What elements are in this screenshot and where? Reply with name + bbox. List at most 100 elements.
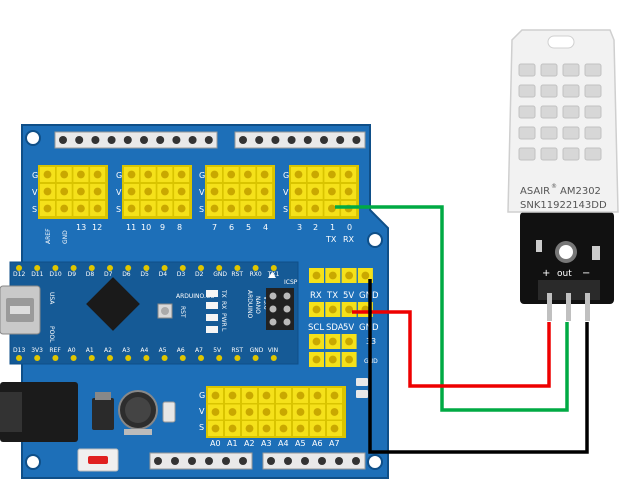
nano-top-pin-label: D6 (122, 271, 131, 278)
i2c-pin-hole (328, 305, 337, 314)
analog-pin-hole (330, 391, 339, 400)
header-socket (156, 136, 165, 144)
gvs-pin-hole (344, 187, 353, 196)
gvs-pin-hole (344, 170, 353, 179)
usa-label: USA (48, 292, 55, 305)
row-letter-v: V (283, 188, 289, 197)
nano-bottom-pin-label: A2 (104, 347, 112, 354)
row-letter-s: S (199, 423, 204, 432)
analog-label: A3 (261, 439, 272, 448)
analog-label: A2 (244, 439, 255, 448)
gvs-pin-hole (210, 170, 219, 179)
gvs-pin-hole (77, 170, 85, 179)
voltage-regulator-tab (95, 392, 111, 400)
header-strip (262, 452, 366, 470)
pin-label-4: 4 (263, 223, 268, 232)
gvs-pin-hole (311, 204, 320, 213)
analog-label: A5 (295, 439, 306, 448)
row-letter-s: S (32, 205, 37, 214)
module-minus-label: − (582, 268, 590, 279)
i2c-pin-hole (345, 305, 353, 314)
pin-label-10: 10 (141, 223, 151, 232)
gvs-pin-hole (311, 170, 320, 179)
analog-pin-hole (245, 424, 254, 433)
gvs-pin-hole (210, 187, 219, 196)
nano-pin (107, 265, 113, 271)
nano-pin (198, 355, 204, 361)
icsp-pin (269, 318, 277, 326)
vent-slot (584, 84, 602, 98)
gvs-pin-hole (260, 187, 269, 196)
header-socket (301, 457, 309, 465)
gvs-pin-hole (244, 187, 252, 196)
gvs-pin-hole (328, 187, 336, 196)
header-strip (149, 452, 253, 470)
sensor-serial: SNK11922143DD (520, 200, 607, 211)
nano-pin (125, 265, 132, 271)
analog-pin-hole (228, 408, 237, 416)
nano-pin (198, 265, 204, 271)
header-socket (59, 136, 67, 144)
uart-label-tx: TX (326, 291, 338, 301)
row-letter-g: G (199, 171, 205, 180)
nano-pin (161, 265, 168, 271)
header-socket (123, 136, 132, 144)
nano-bottom-pin-label: A3 (122, 347, 130, 354)
analog-pin-hole (262, 424, 271, 433)
nano-top-pin-label: D9 (68, 271, 77, 278)
pin-label-9: 9 (160, 223, 165, 232)
gvs-pin-hole (161, 170, 169, 179)
nano-pin (161, 355, 168, 361)
analog-pin-hole (313, 424, 322, 433)
nano-pin (216, 265, 223, 271)
vent-slot (540, 105, 558, 119)
icsp-pin (269, 292, 277, 300)
uart-pin-hole (328, 271, 337, 280)
nano-bottom-pin-label: A1 (86, 347, 94, 354)
gvs-pin-hole (227, 204, 236, 213)
nano-top-pin-label: D3 (177, 271, 186, 278)
i2c-label-scl: SCL (308, 323, 324, 333)
sensor-model: AM2302 (560, 186, 601, 197)
nano-bottom-pin-label: A5 (159, 347, 167, 354)
analog-pin-hole (296, 408, 305, 416)
uart-label-5v: 5V (343, 291, 354, 301)
nano-top-labels: D12D11D10D9D8D7D6D5D4D3D2GNDRSTRX0TX1 (13, 271, 280, 278)
nano-pin (179, 355, 186, 361)
analog-label: A4 (278, 439, 289, 448)
gvs-pin-banks (38, 165, 359, 219)
header-socket (204, 136, 213, 144)
vent-slot (540, 63, 558, 77)
nano-model-line1: ARDUINO (246, 290, 253, 319)
gvs-pin-hole (177, 187, 186, 196)
v33-pin-hole (345, 337, 353, 346)
gvs-pin-hole (260, 204, 269, 213)
nano-pin (70, 265, 77, 271)
header-socket (222, 457, 230, 465)
gvs-pin-hole (93, 187, 102, 196)
3v3-header (309, 334, 357, 367)
nano-bottom-pin-label: 5V (213, 347, 222, 354)
analog-pin-bank (206, 386, 346, 438)
header-strip (54, 131, 218, 149)
header-socket (255, 136, 264, 144)
nano-pin (16, 265, 22, 271)
analog-pin-hole (262, 391, 271, 400)
row-letter-v: V (116, 188, 122, 197)
gvs-pin-hole (127, 204, 136, 213)
gvs-pin-hole (60, 170, 69, 179)
rst-button-cap (161, 307, 169, 315)
nano-pin (70, 355, 77, 361)
nano-pin (143, 355, 150, 361)
dc-jack-face (0, 392, 22, 432)
row-letter-g: G (283, 171, 289, 180)
rx-label: RX (343, 235, 355, 244)
icsp-arrow (268, 272, 276, 278)
gvs-pin-hole (127, 170, 136, 179)
nano-top-pin-label: D5 (140, 271, 149, 278)
sensor-body (507, 29, 619, 213)
gvs-pin-hole (227, 187, 236, 196)
uart-pin-hole (312, 271, 321, 280)
vent-slot (562, 84, 580, 98)
analog-pin-hole (296, 424, 305, 433)
